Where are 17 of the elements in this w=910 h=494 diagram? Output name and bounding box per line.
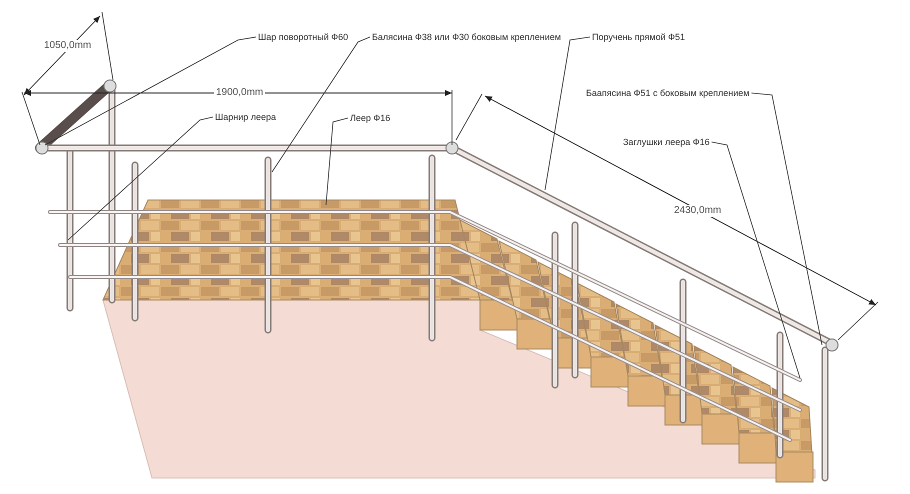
callout-label: Баапясина Ф51 с боковым креплением bbox=[586, 87, 750, 99]
dimension-label: 1050,0mm bbox=[42, 40, 94, 52]
leader-line bbox=[711, 142, 800, 378]
callout-label: Балясина Ф38 или Ф30 боковым креплением bbox=[372, 31, 561, 43]
callout-label: Шарнир леера bbox=[215, 111, 276, 123]
callout-label: Заглушки леера Ф16 bbox=[623, 136, 710, 148]
leader-line bbox=[326, 118, 348, 206]
dimension-label: 1900,0mm bbox=[214, 87, 266, 99]
callout-label: Леер Ф16 bbox=[350, 112, 390, 124]
leader-line bbox=[751, 92, 822, 346]
leader-line bbox=[272, 36, 370, 172]
callout-label: Шар поворотный Ф60 bbox=[258, 31, 348, 43]
leader-line bbox=[544, 36, 590, 190]
dimension-label: 2430,0mm bbox=[672, 205, 724, 217]
leader-line bbox=[68, 116, 214, 240]
leader-line bbox=[44, 36, 256, 146]
callout-label: Поручень прямой Ф51 bbox=[592, 31, 685, 43]
